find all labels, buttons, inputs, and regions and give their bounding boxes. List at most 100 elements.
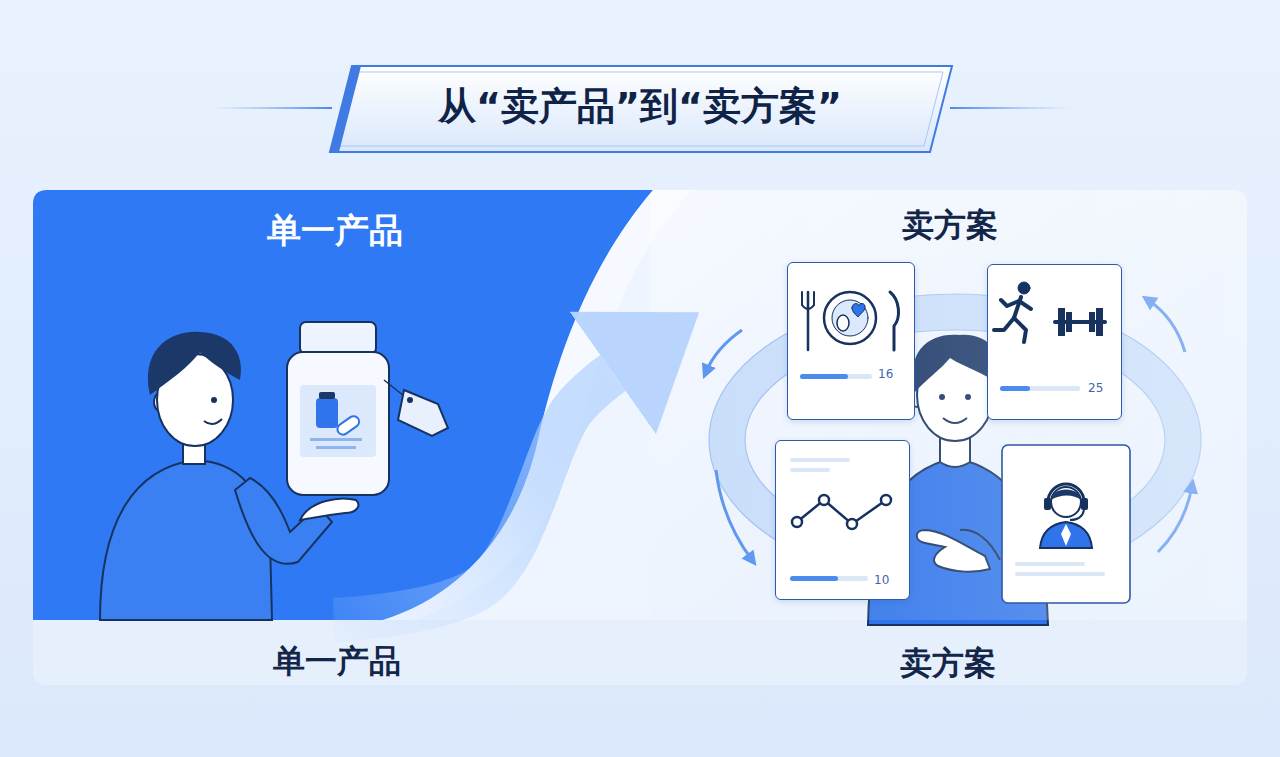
- title-banner: [210, 107, 332, 109]
- nutrition-icon: [890, 292, 899, 350]
- title-banner: [330, 66, 952, 152]
- customer-figure: [157, 354, 233, 446]
- customer-figure: [204, 419, 222, 424]
- customer-figure: [100, 460, 272, 620]
- exercise-icon: [994, 318, 1014, 330]
- connector-group: [334, 373, 613, 620]
- supplement-bottle: [398, 390, 448, 436]
- trend-chart-icon: [819, 495, 829, 505]
- exercise-icon: [1096, 308, 1103, 336]
- trend-chart-icon: [792, 517, 802, 527]
- exercise-icon: [1058, 308, 1065, 336]
- nutrition-icon: [837, 315, 849, 331]
- nutrition-icon: [832, 300, 868, 336]
- nutrition-icon: [802, 305, 814, 309]
- customer-figure: [148, 332, 241, 395]
- support-card: [1044, 498, 1051, 510]
- support-card: [1002, 445, 1130, 603]
- nutrition-icon: [801, 292, 803, 305]
- support-card: [1002, 445, 1130, 603]
- customer-figure: [154, 393, 166, 411]
- panel-container: [33, 190, 1247, 685]
- panel-caption: 卖方案: [838, 644, 1058, 682]
- exercise-icon: [1066, 312, 1072, 332]
- exercise-icon: [1018, 282, 1030, 294]
- supplement-bottle: [287, 352, 389, 495]
- trend-chart-icon: [847, 519, 857, 529]
- supplement-bottle: [300, 322, 376, 354]
- flow-arrow: [334, 373, 613, 620]
- metric-card: 25: [987, 264, 1122, 420]
- supplement-bottle: [316, 398, 338, 428]
- nutrition-icon: [807, 292, 810, 350]
- panel-heading: 卖方案: [690, 206, 1210, 244]
- trend-chart-icon: [790, 468, 830, 472]
- exercise-icon: [1000, 386, 1030, 391]
- exercise-icon: [1019, 301, 1031, 309]
- panel-container: [650, 190, 1247, 620]
- supplement-bottle: [300, 499, 358, 520]
- supplement-bottle: [310, 438, 362, 441]
- trend-chart-icon: [790, 458, 891, 581]
- supplement-bottle: [300, 385, 376, 457]
- support-card: [1051, 487, 1081, 517]
- product-panel: 单一产品: [33, 190, 673, 620]
- supplement-bottle: [335, 414, 361, 437]
- trend-chart-icon: [790, 576, 838, 581]
- exercise-icon: [1014, 318, 1026, 342]
- nutrition-icon: [852, 304, 865, 317]
- customer-figure: [183, 438, 205, 464]
- customer-figure: [211, 397, 217, 403]
- nutrition-icon: [824, 292, 876, 344]
- panel-container: [33, 620, 1247, 685]
- support-card: [1015, 572, 1105, 576]
- supplement-bottle: [407, 397, 413, 403]
- panel-outline: [33, 190, 673, 620]
- support-card: [1015, 562, 1085, 566]
- supplement-bottle: [319, 392, 335, 399]
- metric-value: 16: [878, 367, 908, 381]
- exercise-icon: [1014, 297, 1021, 318]
- supplement-bottle: [287, 322, 448, 520]
- support-card: [1040, 522, 1092, 548]
- title-banner: [330, 66, 361, 152]
- supplement-bottle: [316, 446, 356, 449]
- customer-figure: [235, 478, 332, 564]
- support-card: [1051, 490, 1081, 501]
- exercise-icon: [1000, 386, 1080, 391]
- supplement-bottle: [384, 380, 404, 396]
- title-banner: [950, 107, 1072, 109]
- trend-chart-icon: [790, 458, 850, 462]
- nutrition-icon: [800, 292, 899, 379]
- trend-chart-icon: [797, 500, 886, 524]
- exercise-icon: [1089, 312, 1095, 332]
- support-card: [1081, 498, 1088, 510]
- metric-card: 10: [775, 440, 910, 600]
- title-banner: [210, 66, 1072, 152]
- metric-value: 10: [874, 573, 904, 587]
- title-text: 从“卖产品”到“卖方案”: [340, 84, 940, 130]
- customer-figure: [100, 332, 332, 620]
- solution-panel: 卖方案 16 25 10: [690, 190, 1247, 620]
- panel-shape: [383, 190, 693, 620]
- panel-container: [33, 190, 1247, 685]
- nutrition-icon: [813, 292, 815, 305]
- metric-value: 25: [1088, 381, 1118, 395]
- trend-chart-icon: [790, 576, 868, 581]
- trend-chart-icon: [881, 495, 891, 505]
- exercise-icon: [1055, 320, 1105, 324]
- nutrition-icon: [800, 374, 848, 379]
- nutrition-icon: [800, 374, 872, 379]
- panel-heading: 单一产品: [33, 210, 637, 251]
- support-card: [1061, 524, 1071, 546]
- panel-caption: 单一产品: [227, 642, 447, 680]
- title-banner: [338, 72, 943, 146]
- support-card: [1070, 510, 1084, 520]
- metric-card: 16: [787, 262, 915, 420]
- support-card: [1048, 484, 1084, 502]
- exercise-icon: [994, 282, 1105, 391]
- exercise-icon: [1001, 300, 1019, 306]
